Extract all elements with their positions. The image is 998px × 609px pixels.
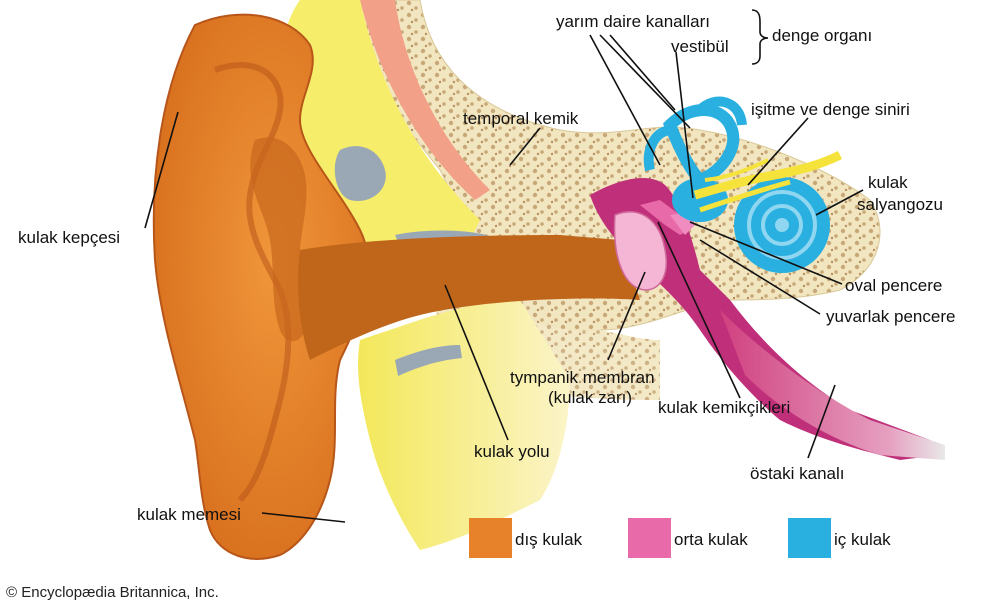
legend-swatch-dis-kulak xyxy=(469,518,512,558)
legend-label-dis-kulak: dış kulak xyxy=(515,530,583,549)
label-tympanik-membran: tympanik membran xyxy=(510,368,655,387)
label-kulak-memesi: kulak memesi xyxy=(137,505,241,524)
legend-swatch-orta-kulak xyxy=(628,518,671,558)
brace xyxy=(751,9,769,65)
label-kulak-zari: (kulak zarı) xyxy=(548,388,632,407)
label-kulak-salyangozu-2: salyangozu xyxy=(857,195,943,214)
label-denge-organi: denge organı xyxy=(772,26,872,45)
legend: dış kulak orta kulak iç kulak xyxy=(469,518,891,558)
label-temporal-kemik: temporal kemik xyxy=(463,109,579,128)
leader-lines xyxy=(144,34,864,523)
ear-canal xyxy=(298,235,640,360)
skin-layer xyxy=(360,0,490,200)
auditory-vestibular-nerve xyxy=(693,150,843,213)
label-vestibul: vestibül xyxy=(671,37,729,56)
label-kulak-yolu: kulak yolu xyxy=(474,442,550,461)
label-oval-pencere: oval pencere xyxy=(845,276,942,295)
auricle xyxy=(152,13,370,560)
label-yuvarlak-pencere: yuvarlak pencere xyxy=(826,307,955,326)
legend-swatch-ic-kulak xyxy=(788,518,831,558)
middle-ear xyxy=(590,177,945,460)
label-kulak-kemikcikleri: kulak kemikçikleri xyxy=(658,398,790,417)
label-kulak-salyangozu-1: kulak xyxy=(868,173,908,192)
label-kulak-kepcesi: kulak kepçesi xyxy=(18,228,120,247)
legend-label-ic-kulak: iç kulak xyxy=(834,530,891,549)
legend-label-orta-kulak: orta kulak xyxy=(674,530,748,549)
labels: kulak kepçesi kulak memesi kulak yolu te… xyxy=(18,12,955,524)
label-isitme-denge-siniri: işitme ve denge siniri xyxy=(751,100,910,119)
label-ostaki-kanali: östaki kanalı xyxy=(750,464,845,483)
copyright-credit: © Encyclopædia Britannica, Inc. xyxy=(6,584,219,601)
label-yarim-daire-kanallari: yarım daire kanalları xyxy=(556,12,710,31)
